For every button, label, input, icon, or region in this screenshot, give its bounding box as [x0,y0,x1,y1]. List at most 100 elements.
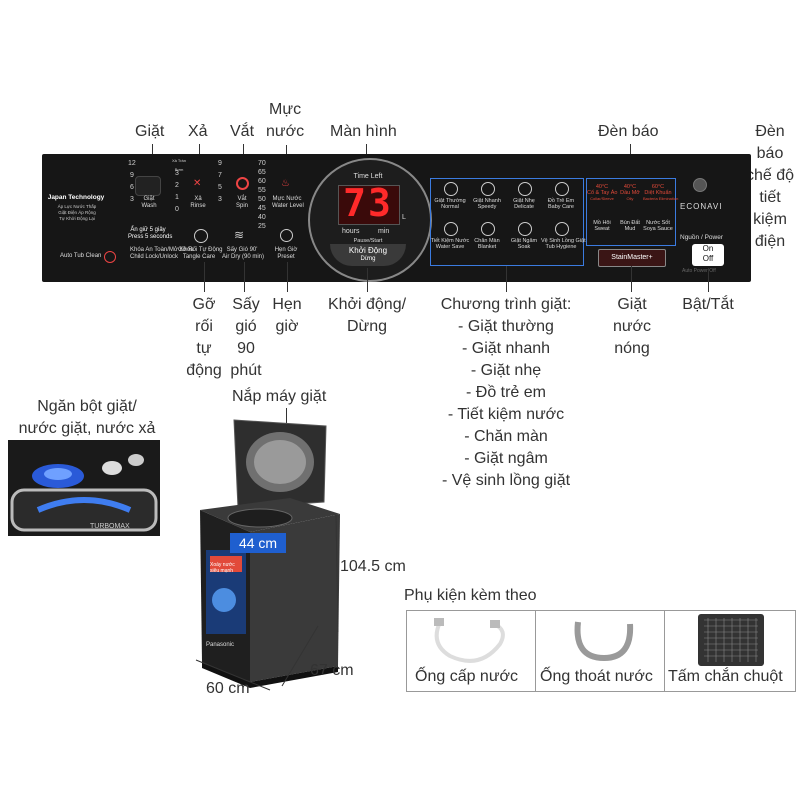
front-text-2: siêu mạnh [210,568,233,574]
callout-xa: Xả [188,123,208,140]
wash-button-icon-area [135,176,161,196]
air-dry-icon: ≋ [234,228,245,242]
accessory-drain-hose: Ống thoát nước [540,668,653,685]
accessories-title: Phụ kiện kèm theo [404,587,537,604]
detergent-drawer-image: TURBOMAX [8,440,160,536]
accessory-inlet-hose: Ống cấp nước [415,668,519,685]
callout-bat-tat: Bật/Tắt [682,296,734,313]
callout-khoi-dong: Khởi động/Dừng [327,296,407,335]
callout-chuong-trinh: Chương trình giặt: - Giặt thường- Giặt n… [440,296,572,489]
pause-start-label: Pause/Start [353,238,383,244]
hours-label: hours [342,228,360,235]
washing-machine-image: Xoáy nước siêu mạnh Panasonic [200,419,340,688]
depth-label: 67 cm [310,662,354,679]
air-dry-button[interactable]: Sấy Gió 90'Air Dry (90 min) [222,247,265,260]
leader-line [506,266,507,292]
start-pause-button[interactable] [330,244,406,266]
height-label: 104.5 cm [340,558,406,575]
time-left-label: Time Left [353,173,383,180]
water-level-icon: ♨ [281,178,290,189]
display-digits: 73 [343,181,393,225]
callout-man-hinh: Màn hình [330,123,397,140]
auto-power-off: Auto Power Off [682,268,716,274]
turbomax-text: TURBOMAX [90,523,130,530]
econavi-label: ECONAVI [680,202,723,211]
power-label: Nguồn / Power [680,234,723,241]
front-text-1: Xoáy nước [210,562,235,568]
leader-line [367,268,368,292]
tangle-care-icon [194,229,208,243]
program-box [430,178,584,266]
inlet-hose-image [434,618,505,663]
program-icon [518,222,532,236]
callout-vat: Vắt [230,123,255,140]
accessory-mouse-guard: Tấm chắn chuột [668,668,783,685]
program-icon [481,222,495,236]
width-label: 60 cm [206,680,250,697]
rinse-icon: ✕ [193,178,202,189]
display-unit: L [402,214,406,221]
stainmaster-button[interactable]: StainMaster+ [598,249,666,267]
divider [535,610,536,691]
callout-nap-may: Nắp máy giặt [232,388,327,405]
digital-display [338,185,400,225]
japan-technology: Japan Technology [47,194,105,201]
auto-tub-clean: Auto Tub Clean [60,253,102,259]
min-label: min [378,228,390,235]
program-icon [518,182,532,196]
leader-line [244,262,245,292]
program-icon [555,222,569,236]
xa-header: Xả Tràn Bơm [172,158,187,172]
leader-line [631,266,632,292]
program-icon [444,182,458,196]
econavi-indicator [693,178,707,192]
stain-box [586,178,676,246]
callout-ngan-bot: Ngăn bột giặt/nước giặt, nước xả [18,398,156,437]
diameter-label: 44 cm [230,533,286,553]
program-icon [444,222,458,236]
brand-logo: Panasonic [206,642,234,648]
power-button[interactable] [692,244,724,266]
mouse-guard-image [698,614,764,666]
leader-line [286,408,287,430]
leader-line [287,262,288,292]
spin-icon [236,177,249,190]
leader-line [708,268,709,292]
callout-giat: Giặt [135,123,165,140]
